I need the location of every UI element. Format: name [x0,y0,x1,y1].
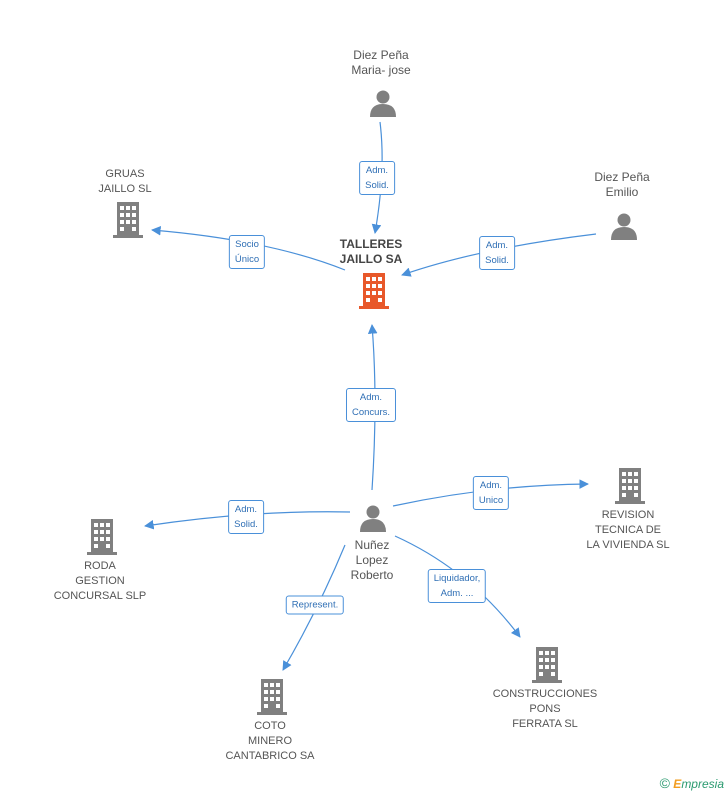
building-icon[interactable] [615,468,645,504]
building-icon[interactable] [87,519,117,555]
building-icon[interactable] [359,273,389,309]
node-label-nunez[interactable]: Nuñez Lopez Roberto [350,538,394,582]
relation-label[interactable]: Socio Único [228,235,266,269]
building-icon[interactable] [532,647,562,683]
footer-brand: © Empresia [660,775,724,791]
relation-label[interactable]: Liquidador, Adm. ... [427,569,487,603]
brand-logo-text: mpresia [681,777,724,791]
node-label-diez-maria[interactable]: Diez Peña Maria- jose [351,48,411,77]
brand-logo-letter: E [673,777,682,791]
relation-label[interactable]: Adm. Solid. [228,500,264,534]
person-icon[interactable] [610,212,638,240]
person-icon[interactable] [369,89,397,117]
node-label-diez-emilio[interactable]: Diez Peña Emilio [594,170,650,199]
person-icon[interactable] [359,504,387,532]
building-icon[interactable] [113,202,143,238]
node-label-coto[interactable]: COTO MINERO CANTABRICO SA [225,720,315,762]
center-node-label[interactable]: TALLERES JAILLO SA [339,237,403,266]
copyright-icon: © [659,775,670,791]
node-label-gruas[interactable]: GRUAS JAILLO SL [98,168,152,195]
node-label-revision[interactable]: REVISION TECNICA DE LA VIVIENDA SL [586,509,670,551]
relation-label[interactable]: Represent. [285,595,345,615]
relation-label[interactable]: Adm. Concurs. [345,388,397,422]
building-icon[interactable] [257,679,287,715]
node-label-roda[interactable]: RODA GESTION CONCURSAL SLP [53,560,147,602]
relation-label[interactable]: Adm. Solid. [479,236,515,270]
relation-label[interactable]: Adm. Unico [472,476,510,510]
node-label-construcciones[interactable]: CONSTRUCCIONES PONS FERRATA SL [492,688,598,730]
relation-label[interactable]: Adm. Solid. [359,161,395,195]
